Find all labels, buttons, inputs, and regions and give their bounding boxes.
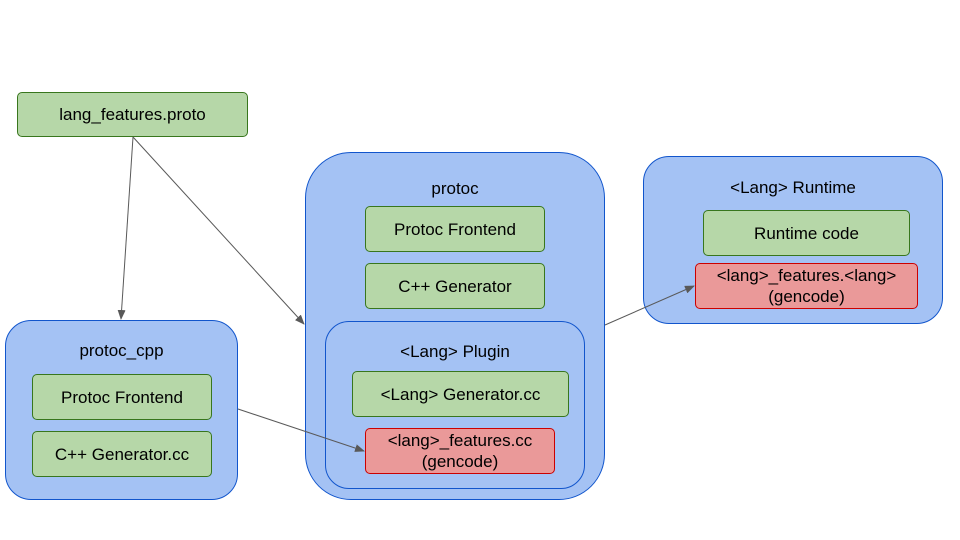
arrow-protoc-cpp-to-lang-features-cc xyxy=(237,408,365,452)
arrow-proto-to-protoc-cpp xyxy=(117,136,134,320)
lang-runtime-title: <Lang> Runtime xyxy=(730,178,856,197)
lang-features-cc-label: <lang>_features.cc (gencode) xyxy=(387,431,533,471)
runtime-code-label: Runtime code xyxy=(754,223,859,243)
protoc-cpp-generator-label: C++ Generator.cc xyxy=(54,444,190,464)
arrow-protoc-to-runtime-features xyxy=(604,285,695,326)
runtime-features-node: <lang>_features.<lang> (gencode) xyxy=(695,263,918,309)
protoc-frontend-node: Protoc Frontend xyxy=(365,206,545,252)
protoc-cpp-title: protoc_cpp xyxy=(79,341,164,360)
lang-features-cc-node: <lang>_features.cc (gencode) xyxy=(365,428,555,474)
protoc-title: protoc xyxy=(431,179,479,198)
lang-features-proto-label: lang_features.proto xyxy=(59,105,206,124)
lang-generator-label: <Lang> Generator.cc xyxy=(380,384,541,404)
protoc-cpp-generator-node: C++ Generator.cc xyxy=(32,431,212,477)
protoc-cpp-generator-inner-label: C++ Generator xyxy=(398,276,512,296)
protoc-frontend-label: Protoc Frontend xyxy=(394,219,516,239)
arrow-proto-to-protoc xyxy=(132,136,305,325)
lang-generator-node: <Lang> Generator.cc xyxy=(352,371,569,417)
protoc-cpp-frontend-node: Protoc Frontend xyxy=(32,374,212,420)
protoc-cpp-frontend-label: Protoc Frontend xyxy=(61,387,183,407)
lang-features-proto-node: lang_features.proto xyxy=(17,92,248,137)
protoc-cpp-generator-inner-node: C++ Generator xyxy=(365,263,545,309)
runtime-code-node: Runtime code xyxy=(703,210,910,256)
lang-plugin-title: <Lang> Plugin xyxy=(400,342,510,361)
runtime-features-label: <lang>_features.<lang> (gencode) xyxy=(716,266,897,306)
